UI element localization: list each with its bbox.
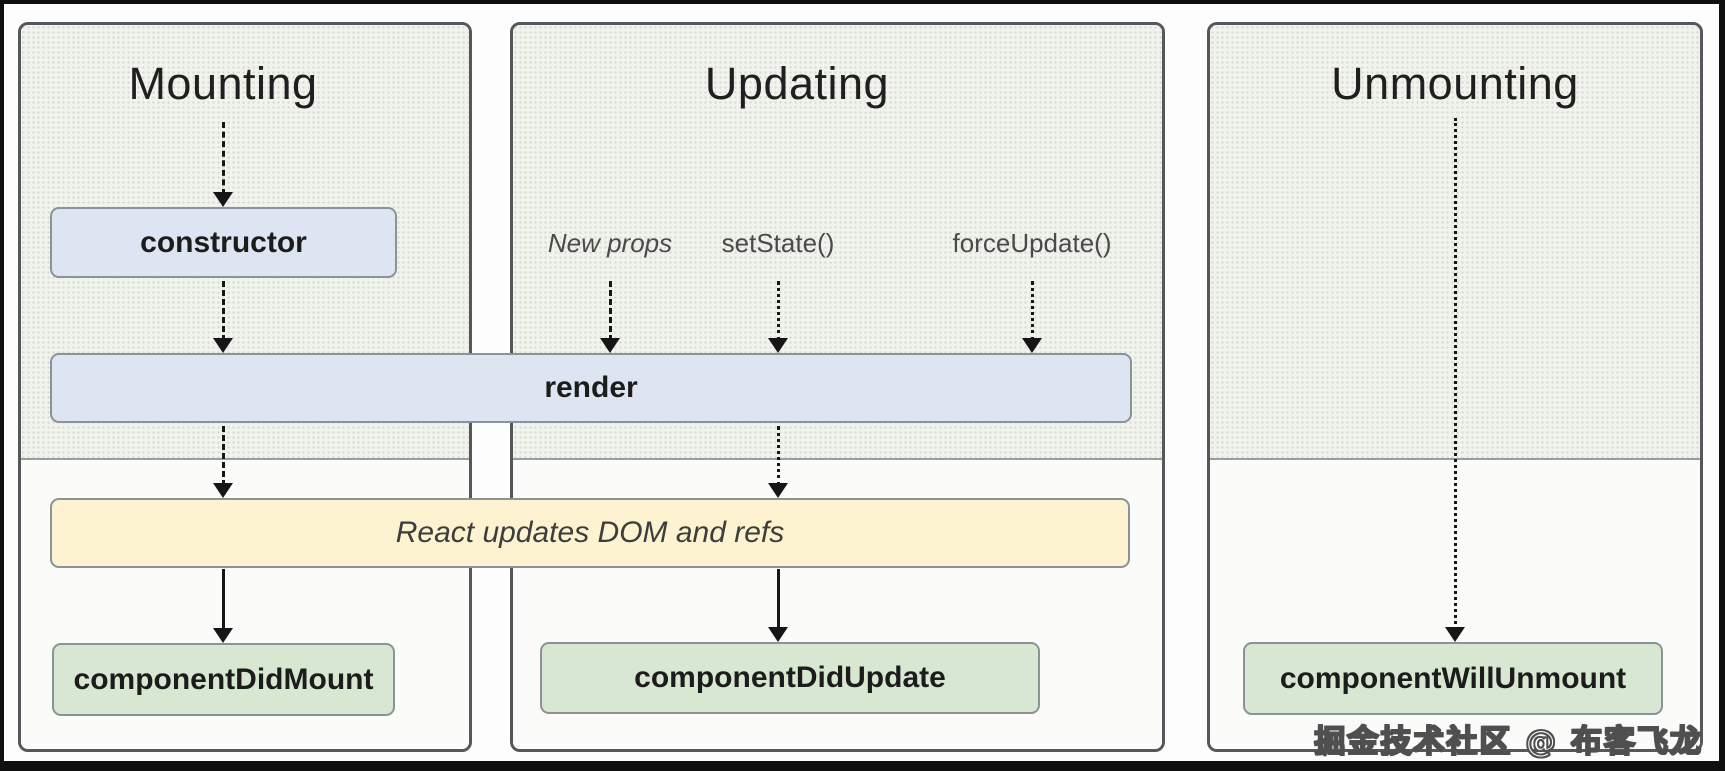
column-title-mounting: Mounting bbox=[128, 58, 318, 109]
arrow-forceupdate-to-render bbox=[1021, 281, 1043, 353]
arrowhead-icon bbox=[213, 628, 233, 643]
arrowhead-icon bbox=[213, 192, 233, 207]
column-title-unmounting: Unmounting bbox=[1331, 58, 1579, 109]
arrowhead-icon bbox=[213, 483, 233, 498]
arrow-shaft bbox=[776, 281, 780, 341]
arrow-mounting-to-constructor bbox=[212, 122, 234, 207]
arrow-shaft bbox=[776, 569, 780, 630]
component-will-unmount-box: componentWillUnmount bbox=[1243, 642, 1663, 715]
arrow-setstate-to-render bbox=[767, 281, 789, 353]
watermark-text: 掘金技术社区 @ 布客飞龙 bbox=[1314, 723, 1703, 761]
constructor-label: constructor bbox=[140, 225, 307, 259]
arrow-shaft bbox=[221, 122, 225, 195]
trigger-label-forceupdate: forceUpdate() bbox=[952, 228, 1112, 258]
trigger-label-new-props: New props bbox=[547, 228, 673, 258]
component-did-update-box: componentDidUpdate bbox=[540, 642, 1040, 714]
arrowhead-icon bbox=[768, 627, 788, 642]
arrow-react-updates-to-did-mount bbox=[212, 569, 234, 643]
arrow-render-to-react-updates-updating bbox=[767, 426, 789, 498]
component-did-mount-box: componentDidMount bbox=[52, 643, 395, 716]
react-updates-dom-box: React updates DOM and refs bbox=[50, 498, 1130, 568]
component-did-update-label: componentDidUpdate bbox=[634, 661, 946, 694]
arrow-shaft bbox=[1030, 281, 1034, 341]
render-label: render bbox=[544, 371, 638, 404]
arrowhead-icon bbox=[1445, 627, 1465, 642]
arrowhead-icon bbox=[213, 338, 233, 353]
arrowhead-icon bbox=[600, 338, 620, 353]
arrow-react-updates-to-did-update bbox=[767, 569, 789, 642]
arrowhead-icon bbox=[1022, 338, 1042, 353]
arrow-shaft bbox=[221, 281, 225, 341]
render-box: render bbox=[50, 353, 1132, 423]
component-did-mount-label: componentDidMount bbox=[73, 662, 374, 696]
arrow-shaft bbox=[221, 569, 225, 631]
arrowhead-icon bbox=[768, 338, 788, 353]
arrow-shaft bbox=[221, 426, 225, 486]
arrow-shaft bbox=[1453, 118, 1457, 630]
trigger-label-setstate: setState() bbox=[721, 228, 835, 258]
column-title-updating: Updating bbox=[704, 58, 890, 109]
constructor-box: constructor bbox=[50, 207, 397, 278]
arrow-render-to-react-updates-mounting bbox=[212, 426, 234, 498]
arrow-shaft bbox=[608, 281, 612, 341]
arrow-shaft bbox=[776, 426, 780, 486]
arrow-unmounting-to-will-unmount bbox=[1444, 118, 1466, 642]
arrow-new-props-to-render bbox=[599, 281, 621, 353]
react-updates-dom-label: React updates DOM and refs bbox=[395, 516, 785, 549]
component-will-unmount-label: componentWillUnmount bbox=[1279, 661, 1627, 695]
arrow-constructor-to-render bbox=[212, 281, 234, 353]
arrowhead-icon bbox=[768, 483, 788, 498]
